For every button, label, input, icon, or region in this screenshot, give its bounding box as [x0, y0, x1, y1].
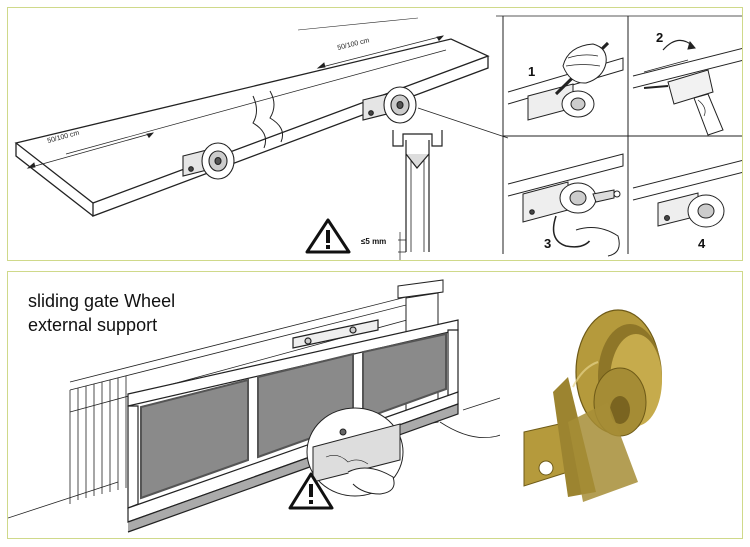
gate-beam: [14, 38, 490, 217]
steps-grid: [496, 15, 742, 254]
warning-triangle-icon: [288, 472, 334, 510]
step-1-mark-holes: 1: [507, 41, 624, 121]
step-4-completed: 4: [632, 159, 742, 251]
wheel-detail-callout: [306, 407, 404, 497]
wheel-bracket-left: [182, 142, 235, 180]
gate-profile-section: ≤5 mm: [361, 130, 443, 260]
warning-triangle-icon: [305, 218, 351, 254]
product-overview-panel: sliding gate Wheel external support: [7, 271, 743, 539]
wheel-bracket-right: [362, 86, 509, 139]
clearance-label: ≤5 mm: [361, 237, 386, 246]
caption-subtitle: external support: [28, 315, 158, 335]
step-number-4: 4: [698, 236, 706, 251]
installation-instructions-panel: 50/100 cm 50/100 cm: [7, 7, 743, 261]
wheel-product-photo: [500, 290, 728, 518]
step-3-fix-bracket: 3: [507, 153, 624, 257]
step-number-3: 3: [544, 236, 551, 251]
hand-icon: [562, 43, 607, 84]
gate-illustration: [8, 279, 728, 533]
step-number-2: 2: [656, 30, 663, 45]
spacing-label-right: 50/100 cm: [337, 37, 371, 52]
drill-icon: [643, 69, 724, 136]
step-number-1: 1: [528, 64, 535, 79]
installation-diagram: 50/100 cm 50/100 cm: [14, 15, 742, 260]
sliding-gate: [127, 319, 459, 533]
caption-title: sliding gate Wheel: [28, 291, 176, 311]
step-2-drill-holes: 2: [632, 30, 742, 136]
